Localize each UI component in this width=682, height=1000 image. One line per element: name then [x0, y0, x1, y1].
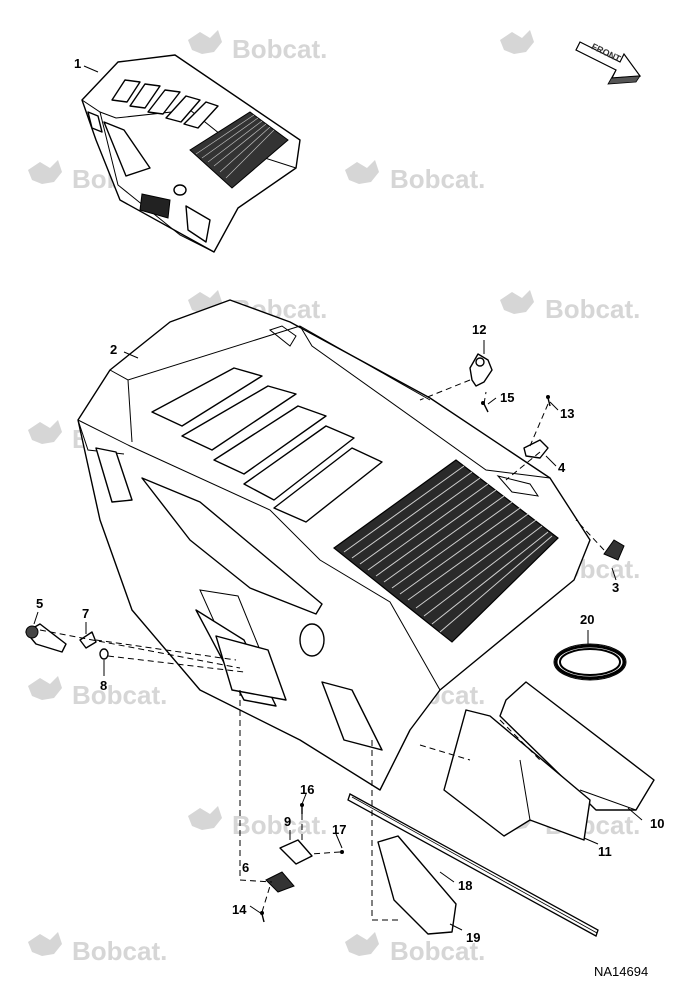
callout-16: 16 — [300, 782, 314, 797]
callout-10: 10 — [650, 816, 664, 831]
watermark-text: Bobcat. — [72, 680, 167, 710]
callout-19: 19 — [466, 930, 480, 945]
bobcat-logo-icon — [345, 160, 379, 184]
hood-assembly-overview — [81, 54, 301, 253]
callout-1: 1 — [74, 56, 81, 71]
clip — [79, 631, 97, 649]
callout-11: 11 — [598, 844, 612, 859]
bobcat-logo-icon — [188, 806, 222, 830]
bobcat-logo-icon — [188, 30, 222, 54]
watermark-text: Bobcat. — [232, 34, 327, 64]
rubber-strip — [347, 793, 599, 937]
catch-bracket — [265, 871, 295, 893]
callout-7: 7 — [82, 606, 89, 621]
triangle-panel — [377, 835, 457, 935]
side-panel-right — [499, 681, 655, 811]
mount-bracket — [279, 839, 313, 865]
callout-20: 20 — [580, 612, 594, 627]
callout-18: 18 — [458, 878, 472, 893]
callout-2: 2 — [110, 342, 117, 357]
bobcat-logo-icon — [500, 30, 534, 54]
callout-6: 6 — [242, 860, 249, 875]
callout-12: 12 — [472, 322, 486, 337]
watermark-text: Bobcat. — [545, 294, 640, 324]
callout-15: 15 — [500, 390, 514, 405]
bolt-icon — [260, 911, 265, 923]
bobcat-logo-icon — [500, 290, 534, 314]
hinge-bracket — [469, 353, 493, 387]
bobcat-logo-icon — [28, 420, 62, 444]
hood-main — [77, 299, 591, 791]
callout-3: 3 — [612, 580, 619, 595]
watermark-text: Bobcat. — [390, 936, 485, 966]
bobcat-logo-icon — [28, 160, 62, 184]
watermark-text: Bobcat. — [72, 936, 167, 966]
washer-icon — [99, 648, 109, 660]
bobcat-logo-icon — [28, 932, 62, 956]
side-panel-left — [443, 709, 591, 841]
bolt-icon — [300, 803, 304, 814]
cable-latch — [25, 623, 67, 653]
watermark-text: Bobcat. — [390, 164, 485, 194]
callout-9: 9 — [284, 814, 291, 829]
callout-4: 4 — [558, 460, 566, 475]
front-arrow-icon: FRONT — [575, 41, 642, 85]
bolt-icon — [340, 850, 344, 854]
callout-17: 17 — [332, 822, 346, 837]
watermark-text: Bobcat. — [232, 810, 327, 840]
assembly-lines — [39, 379, 605, 921]
leader-lines — [33, 65, 643, 931]
seal-coil — [553, 643, 627, 681]
latch-bracket — [523, 439, 549, 459]
callout-14: 14 — [232, 902, 247, 917]
reference-code: NA14694 — [594, 964, 648, 979]
callout-labels: 1 2 3 4 5 6 7 8 9 10 11 12 13 14 15 16 1… — [36, 56, 664, 945]
latch-handle — [603, 539, 625, 561]
bobcat-logo-icon — [345, 932, 379, 956]
callout-5: 5 — [36, 596, 43, 611]
bobcat-logo-icon — [28, 676, 62, 700]
callout-13: 13 — [560, 406, 574, 421]
callout-8: 8 — [100, 678, 107, 693]
bolt-icon — [546, 395, 551, 407]
